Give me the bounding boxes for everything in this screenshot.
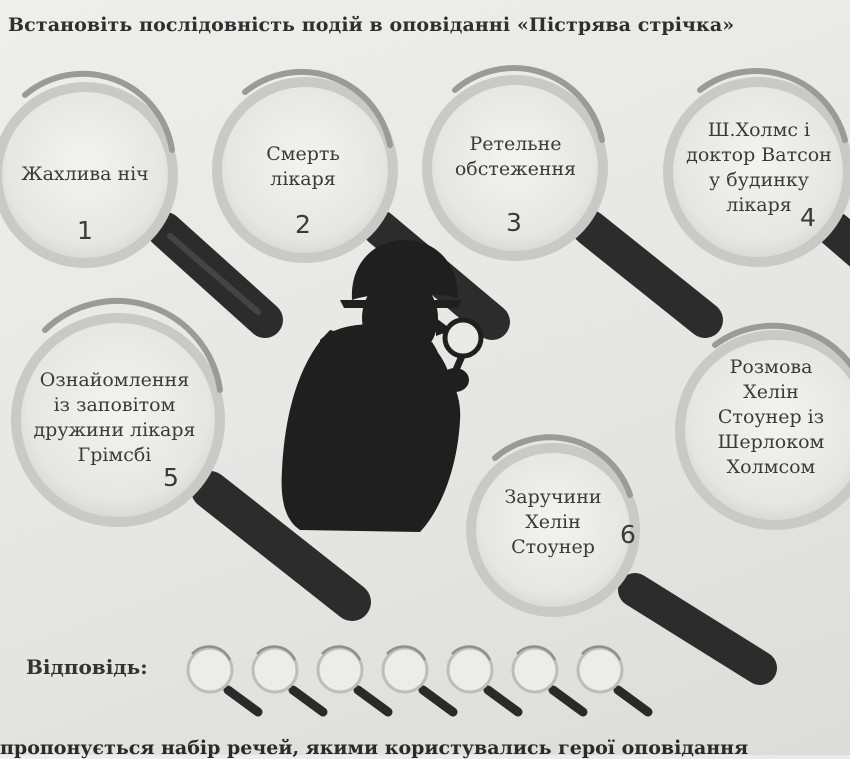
event-2-text: Смерть лікаря bbox=[266, 143, 340, 190]
answer-magnifier-4[interactable] bbox=[381, 645, 458, 717]
event-3-number: 3 bbox=[506, 208, 522, 237]
magnifier-icon-7 bbox=[675, 322, 850, 530]
answer-magnifier-1[interactable] bbox=[186, 645, 263, 717]
magnifier-icon-3 bbox=[422, 65, 723, 338]
event-1-number: 1 bbox=[77, 216, 93, 245]
event-4-text: Ш.Холмс і доктор Ватсон у будинку лікаря bbox=[686, 119, 832, 216]
answer-label: Відповідь: bbox=[26, 655, 148, 679]
event-4-number: 4 bbox=[800, 203, 816, 232]
event-7-text: Розмова Хелін Стоунер із Шерлоком Холмсо… bbox=[717, 356, 825, 478]
magnifier-icon-4 bbox=[663, 68, 850, 267]
answer-magnifier-6[interactable] bbox=[511, 645, 588, 717]
answer-magnifier-2[interactable] bbox=[251, 645, 328, 717]
sherlock-silhouette-icon bbox=[281, 240, 484, 532]
answer-magnifier-3[interactable] bbox=[316, 645, 393, 717]
event-2-number-label: 2 bbox=[295, 210, 311, 239]
page-title: Встановіть послідовність подій в оповіда… bbox=[8, 14, 735, 36]
answer-magnifier-5[interactable] bbox=[446, 645, 523, 717]
event-6-text: Заручини Хелін Стоунер bbox=[504, 486, 602, 558]
event-1-text: Жахлива ніч bbox=[21, 163, 149, 185]
magnifier-icon-6 bbox=[466, 434, 777, 685]
bottom-cut-text: пропонується набір речей, якими користув… bbox=[0, 737, 749, 759]
event-3-text: Ретельне обстеження bbox=[454, 133, 577, 180]
magnifier-icon-5 bbox=[11, 298, 371, 621]
magnifier-icon-1 bbox=[0, 70, 283, 338]
event-6-number: 6 bbox=[620, 520, 636, 549]
answer-magnifier-7[interactable] bbox=[576, 645, 653, 717]
event-5-text: Ознайомлення із заповітом дружини лікаря… bbox=[33, 369, 196, 466]
event-5-number: 5 bbox=[163, 463, 179, 492]
